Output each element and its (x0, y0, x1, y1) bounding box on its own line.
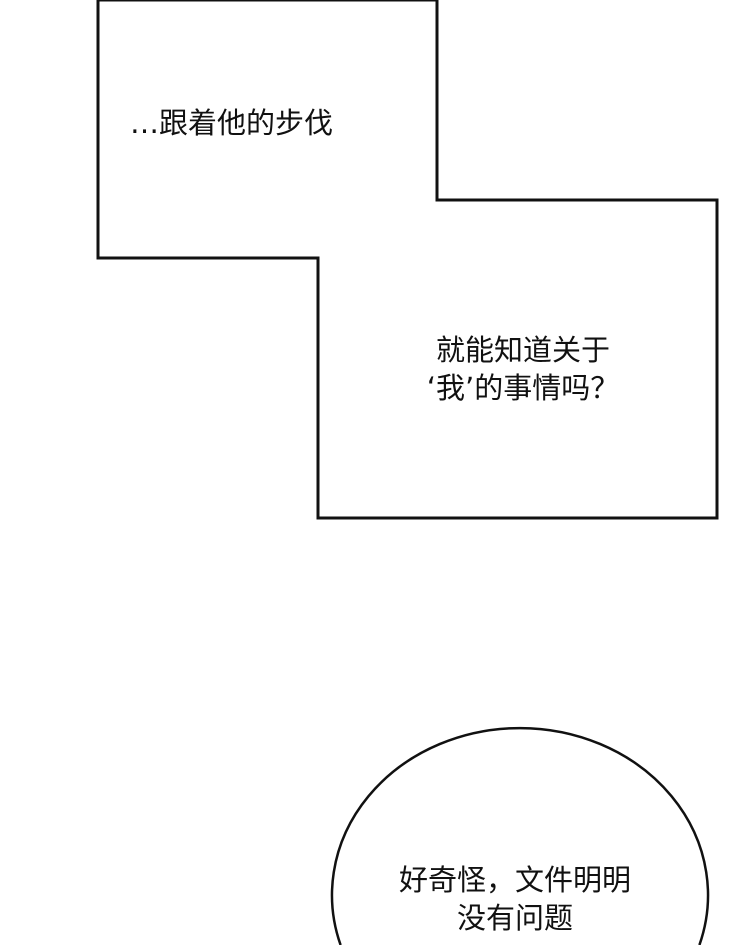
speech-line-1: 好奇怪，文件明明 (398, 863, 631, 897)
caption-2-line-1: 就能知道关于 (435, 333, 610, 367)
caption-2-line-2: ‘我’的事情吗？ (426, 371, 620, 405)
caption-text-1: …跟着他的步伐 (130, 106, 334, 140)
caption-text-2: 就能知道关于 ‘我’的事情吗？ (383, 331, 663, 407)
speech-bubble-outline (330, 726, 710, 945)
speech-line-2: 没有问题 (456, 901, 573, 935)
caption-box-stepped (96, 0, 719, 520)
speech-bubble-text: 好奇怪，文件明明 没有问题 (350, 861, 680, 937)
